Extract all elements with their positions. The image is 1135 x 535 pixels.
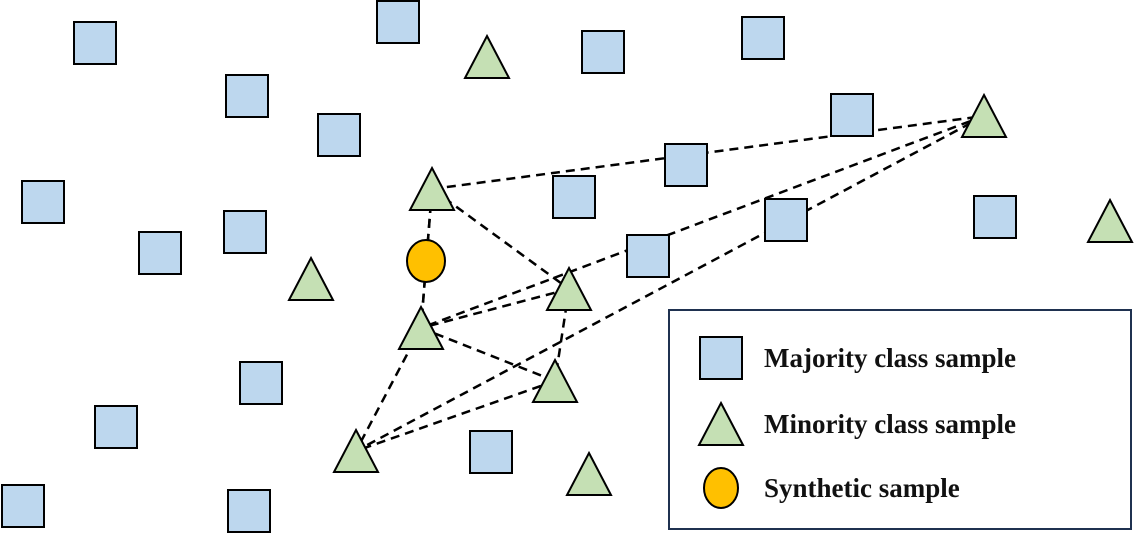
majority-sample-square bbox=[552, 175, 596, 219]
minority-sample-triangle bbox=[545, 265, 593, 311]
synthetic-circle-icon bbox=[703, 467, 739, 509]
minority-sample-triangle bbox=[463, 33, 511, 79]
majority-sample-square bbox=[317, 113, 361, 157]
minority-sample-triangle bbox=[408, 165, 456, 211]
majority-sample-square bbox=[830, 93, 874, 137]
majority-sample-square bbox=[376, 0, 420, 44]
majority-sample-square bbox=[1, 484, 45, 528]
minority-sample-triangle bbox=[960, 92, 1008, 138]
majority-sample-square bbox=[741, 16, 785, 60]
majority-sample-square bbox=[764, 198, 808, 242]
majority-sample-square bbox=[138, 231, 182, 275]
minority-sample-triangle bbox=[565, 450, 613, 496]
minority-samples bbox=[287, 33, 1134, 496]
synthetic-link bbox=[419, 188, 434, 329]
legend-row-minority: Minority class sample bbox=[670, 399, 1130, 449]
legend-row-majority: Majority class sample bbox=[670, 333, 1130, 383]
majority-sample-square bbox=[225, 74, 269, 118]
majority-sample-square bbox=[94, 405, 138, 449]
majority-sample-square bbox=[626, 234, 670, 278]
majority-samples bbox=[1, 0, 1017, 533]
minority-sample-triangle bbox=[397, 304, 445, 350]
neighbor-link bbox=[420, 114, 985, 330]
minority-sample-triangle bbox=[332, 427, 380, 473]
minority-sample-triangle bbox=[531, 357, 579, 403]
majority-sample-square bbox=[227, 489, 271, 533]
majority-square-icon bbox=[699, 336, 743, 380]
majority-sample-square bbox=[581, 30, 625, 74]
majority-sample-square bbox=[664, 143, 708, 187]
majority-sample-square bbox=[21, 180, 65, 224]
minority-sample-triangle bbox=[1086, 197, 1134, 243]
majority-sample-square bbox=[223, 210, 267, 254]
synthetic-samples bbox=[406, 239, 446, 283]
legend-synthetic-label: Synthetic sample bbox=[764, 473, 960, 503]
majority-sample-square bbox=[239, 361, 283, 405]
minority-sample-triangle bbox=[287, 255, 335, 301]
synthetic-sample-circle bbox=[406, 239, 446, 283]
legend-box: Majority class sample Minority class sam… bbox=[668, 309, 1132, 530]
neighbor-link bbox=[355, 114, 985, 453]
neighbor-link bbox=[431, 187, 570, 291]
neighbor-link bbox=[355, 379, 556, 453]
majority-sample-square bbox=[469, 430, 513, 474]
legend-majority-label: Majority class sample bbox=[764, 343, 1016, 373]
minority-triangle-icon bbox=[697, 400, 745, 446]
majority-sample-square bbox=[973, 195, 1017, 239]
neighbor-link bbox=[420, 287, 570, 330]
legend-minority-label: Minority class sample bbox=[764, 409, 1016, 439]
neighbor-link bbox=[420, 326, 556, 383]
legend-row-synthetic: Synthetic sample bbox=[670, 463, 1130, 513]
majority-sample-square bbox=[73, 21, 117, 65]
